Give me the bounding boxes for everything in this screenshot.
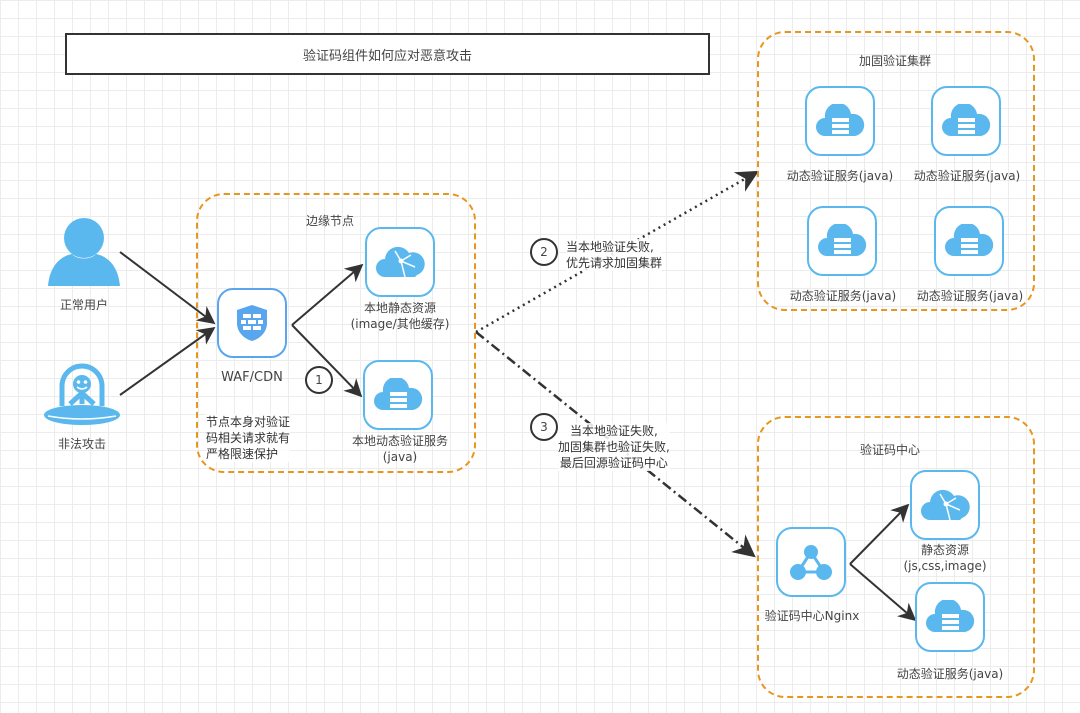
center-dynamic-service-label: 动态验证服务(java) (896, 667, 1004, 681)
diagram-title: 验证码组件如何应对恶意攻击 (302, 48, 472, 64)
local-dynamic-service-label-line1: 本地动态验证服务 (351, 434, 448, 448)
attacker (42, 360, 122, 430)
cluster-service-node-1[interactable] (805, 86, 875, 156)
cloud-server-icon (945, 224, 994, 256)
rate-limit-note-line: 码相关请求就有 (206, 431, 291, 445)
step-3-badge: 3 (530, 413, 558, 441)
rate-limit-note: 节点本身对验证 码相关请求就有 严格限速保护 (206, 414, 291, 462)
step-3-text: 当本地验证失败, 加固集群也验证失败, 最后回源验证码中心 (558, 423, 670, 471)
cluster-service-node-3[interactable] (807, 206, 877, 276)
cloud-server-icon (374, 378, 423, 410)
diagram-title-box: 验证码组件如何应对恶意攻击 (65, 33, 710, 75)
local-dynamic-service-label: 本地动态验证服务 (java) (330, 433, 470, 465)
user-icon (48, 218, 120, 286)
cluster-service-node-4[interactable] (934, 206, 1004, 276)
step-1-badge: 1 (305, 366, 333, 394)
cloud-server-icon (926, 600, 975, 632)
cluster-service-label-1: 动态验证服务(java) (786, 169, 894, 183)
step-3-text-line: 最后回源验证码中心 (559, 456, 668, 470)
waf-cdn-node[interactable] (217, 288, 287, 358)
hub-nodes-icon (790, 545, 832, 580)
ufo-alien-icon (44, 363, 120, 425)
cloud-network-icon (921, 489, 970, 521)
normal-user (44, 212, 124, 292)
shield-firewall-icon (237, 305, 267, 341)
step-3-number: 3 (540, 420, 548, 434)
step-2-text: 当本地验证失败, 优先请求加固集群 (566, 239, 663, 271)
rate-limit-note-line: 严格限速保护 (206, 447, 279, 461)
step-2-text-line: 优先请求加固集群 (566, 256, 663, 270)
step-2-text-line: 当本地验证失败, (566, 240, 654, 254)
step-3-text-line: 加固集群也验证失败, (558, 440, 670, 454)
step-1-number: 1 (315, 373, 323, 387)
captcha-center-title: 验证码中心 (859, 443, 920, 457)
local-static-resource-label-line2: (image/其他缓存) (350, 317, 450, 331)
cloud-server-icon (816, 104, 865, 136)
center-static-resource-node[interactable] (910, 470, 980, 540)
center-static-resource-label-line1: 静态资源 (920, 543, 969, 557)
local-dynamic-service-node[interactable] (363, 360, 433, 430)
cluster-service-label-2: 动态验证服务(java) (913, 169, 1021, 183)
cloud-server-icon (818, 224, 867, 256)
attacker-label: 非法攻击 (57, 437, 106, 451)
edge-node-group (196, 193, 476, 473)
local-dynamic-service-label-line2: (java) (382, 450, 418, 464)
captcha-center-group (757, 416, 1035, 698)
center-static-resource-label-line2: (js,css,image) (903, 559, 987, 573)
cluster-service-label-4: 动态验证服务(java) (916, 289, 1024, 303)
normal-user-label: 正常用户 (59, 298, 108, 312)
center-static-resource-label: 静态资源 (js,css,image) (885, 542, 1005, 574)
local-static-resource-label-line1: 本地静态资源 (363, 301, 436, 315)
hardened-cluster-group (757, 31, 1035, 311)
hardened-cluster-title: 加固验证集群 (858, 54, 931, 68)
edge-node-group-title: 边缘节点 (305, 214, 354, 228)
cluster-service-label-3: 动态验证服务(java) (789, 289, 897, 303)
step-2-badge: 2 (530, 238, 558, 266)
step-3-text-line: 当本地验证失败, (570, 424, 658, 438)
center-dynamic-service-node[interactable] (915, 582, 985, 652)
rate-limit-note-line: 节点本身对验证 (206, 415, 291, 429)
cluster-service-node-2[interactable] (931, 86, 1001, 156)
nginx-label: 验证码中心Nginx (764, 609, 860, 623)
local-static-resource-node[interactable] (365, 227, 435, 297)
cloud-server-icon (942, 104, 991, 136)
nginx-node[interactable] (776, 527, 846, 597)
waf-cdn-label: WAF/CDN (221, 370, 283, 385)
step-2-number: 2 (540, 245, 548, 259)
local-static-resource-label: 本地静态资源 (image/其他缓存) (330, 300, 470, 332)
cloud-network-icon (376, 246, 425, 278)
